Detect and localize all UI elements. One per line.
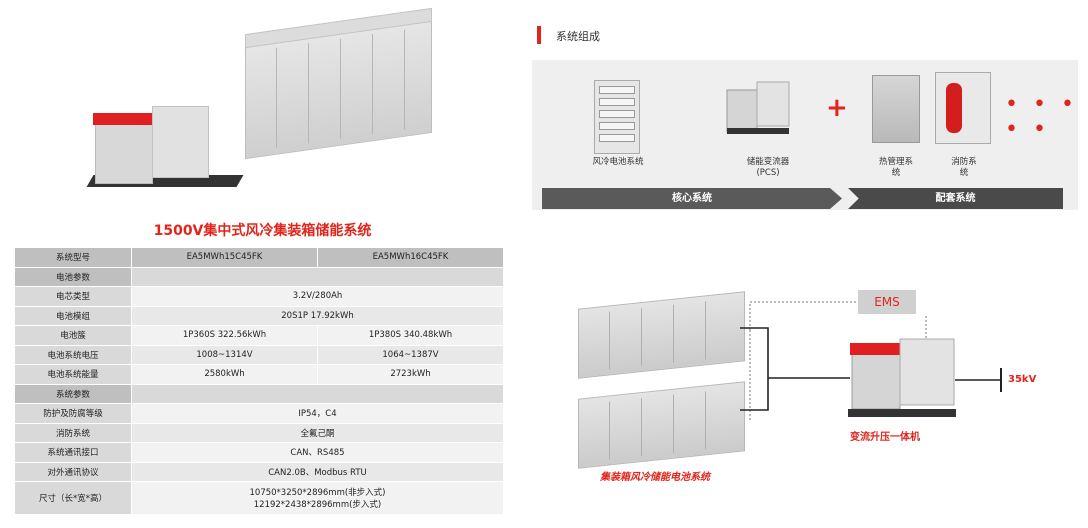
plus-icon: + — [826, 93, 848, 123]
table-row: 电池系统电压 1008~1314V 1064~1387V — [14, 344, 504, 365]
table-row: 系统通讯接口 CAN、RS485 — [14, 442, 504, 463]
composition-title: 系统组成 — [556, 30, 600, 43]
spec-table: 系统型号 EA5MWh15C45FK EA5MWh16C45FK 电池参数 电芯… — [14, 247, 504, 515]
row-label: 电池系统能量 — [14, 364, 132, 385]
grid-connection-line — [955, 368, 1002, 392]
model-1: EA5MWh15C45FK — [131, 247, 318, 268]
row-value: 10750*3250*2896mm(非步入式) 12192*2438*2896m… — [131, 481, 504, 515]
battery-container-image — [245, 7, 432, 160]
row-label: 防护及防腐等级 — [14, 403, 132, 424]
fire-caption: 消防系统 — [951, 157, 977, 178]
row-value: 3.2V/280Ah — [131, 286, 504, 307]
row-value: 20S1P 17.92kWh — [131, 305, 504, 326]
converter-label: 变流升压一体机 — [850, 432, 920, 443]
pcs-roof — [93, 113, 153, 125]
table-row: 电池模组 20S1P 17.92kWh — [14, 305, 504, 326]
row-value: 1008~1314V — [131, 344, 318, 365]
row-value: 全氟己酮 — [131, 422, 504, 443]
table-header-row: 系统型号 EA5MWh15C45FK EA5MWh16C45FK — [14, 247, 504, 268]
core-system-bar: 核心系统 — [542, 188, 842, 209]
row-label: 系统通讯接口 — [14, 442, 132, 463]
thermal-caption: 热管理系统 — [878, 157, 913, 178]
battery-container-2 — [578, 381, 745, 469]
thermal-unit-icon — [872, 75, 920, 143]
pcs-cabinet-image — [95, 122, 153, 184]
row-value: 1P360S 322.56kWh — [131, 325, 318, 346]
table-row: 防护及防腐等级 IP54，C4 — [14, 403, 504, 424]
row-value: 2723kWh — [317, 364, 504, 385]
dimension-line-2: 12192*2438*2896mm(步入式) — [253, 500, 382, 510]
row-value: CAN、RS485 — [131, 442, 504, 463]
pcs-caption: 储能变流器(PCS) — [746, 157, 790, 178]
pcs-icon — [726, 81, 790, 134]
row-label: 电池系统电压 — [14, 344, 132, 365]
hero-illustration — [60, 7, 520, 215]
transformer-image — [152, 106, 209, 178]
ems-dashed-link — [925, 316, 927, 344]
section-row: 系统参数 — [14, 383, 504, 404]
table-row: 对外通讯协议 CAN2.0B、Modbus RTU — [14, 461, 504, 482]
row-value: 2580kWh — [131, 364, 318, 385]
row-label: 电芯类型 — [14, 286, 132, 307]
page-title: 1500V集中式风冷集装箱储能系统 — [153, 223, 372, 239]
row-value: 1P380S 340.48kWh — [317, 325, 504, 346]
row-value: IP54，C4 — [131, 403, 504, 424]
battery-system-caption: 风冷电池系统 — [592, 157, 644, 167]
row-label: 对外通讯协议 — [14, 461, 132, 482]
auxiliary-system-bar: 配套系统 — [848, 188, 1063, 209]
connection-lines — [740, 301, 858, 420]
section-row: 电池参数 — [14, 266, 504, 287]
row-value: CAN2.0B、Modbus RTU — [131, 461, 504, 482]
ems-box: EMS — [858, 290, 916, 314]
row-label: 消防系统 — [14, 422, 132, 443]
section-title: 系统参数 — [14, 383, 132, 404]
table-row: 电池簇 1P360S 322.56kWh 1P380S 340.48kWh — [14, 325, 504, 346]
table-row: 电池系统能量 2580kWh 2723kWh — [14, 364, 504, 385]
voltage-label: 35kV — [1008, 374, 1037, 385]
fire-suppression-icon — [935, 72, 991, 144]
dimension-line-1: 10750*3250*2896mm(非步入式) — [249, 488, 386, 498]
model-2: EA5MWh16C45FK — [317, 247, 504, 268]
row-label: 尺寸（长*宽*高） — [14, 481, 132, 515]
section-accent-mark — [537, 26, 541, 44]
section-title: 电池参数 — [14, 266, 132, 287]
more-items-icon: • • • • • — [1005, 92, 1078, 142]
table-row-dimensions: 尺寸（长*宽*高） 10750*3250*2896mm(非步入式) 12192*… — [14, 481, 504, 515]
table-row: 电芯类型 3.2V/280Ah — [14, 286, 504, 307]
row-label: 电池模组 — [14, 305, 132, 326]
row-value: 1064~1387V — [317, 344, 504, 365]
header-label: 系统型号 — [14, 247, 132, 268]
row-label: 电池簇 — [14, 325, 132, 346]
battery-container-1 — [578, 291, 745, 379]
converter-transformer-icon — [848, 338, 956, 417]
table-row: 消防系统 全氟己酮 — [14, 422, 504, 443]
battery-system-label: 集装箱风冷储能电池系统 — [600, 472, 710, 483]
battery-rack-icon — [594, 80, 640, 154]
